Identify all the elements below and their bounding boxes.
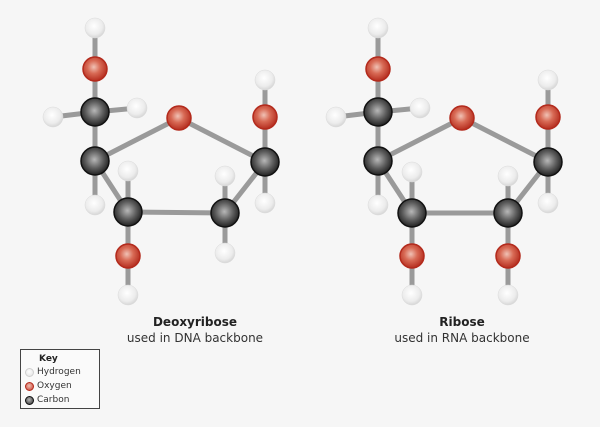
hydrogen-atom — [254, 69, 276, 91]
legend-item-carbon: Carbon — [25, 393, 95, 407]
carbon-atom — [533, 147, 563, 177]
oxygen-atom — [535, 104, 561, 130]
carbon-atom — [113, 197, 143, 227]
legend-key: Key Hydrogen Oxygen Carbon — [20, 349, 100, 409]
carbon-atom — [210, 198, 240, 228]
hydrogen-atom — [42, 106, 64, 128]
hydrogen-atom — [367, 17, 389, 39]
carbon-atom — [363, 146, 393, 176]
molecule-subtitle: used in DNA backbone — [126, 331, 264, 345]
ribose-caption: Ribose used in RNA backbone — [352, 314, 572, 346]
molecule-name: Ribose — [439, 315, 485, 329]
molecule-name: Deoxyribose — [152, 315, 238, 329]
deoxyribose-caption: Deoxyribose used in DNA backbone — [85, 314, 305, 346]
oxygen-atom — [82, 56, 108, 82]
carbon-atom — [397, 198, 427, 228]
bond — [127, 209, 226, 216]
hydrogen-atom — [409, 97, 431, 119]
hydrogen-atom — [367, 194, 389, 216]
hydrogen-atom — [117, 160, 139, 182]
oxygen-atom — [399, 243, 425, 269]
hydrogen-atom — [84, 194, 106, 216]
oxygen-atom — [449, 105, 475, 131]
hydrogen-atom — [126, 97, 148, 119]
hydrogen-atom — [537, 192, 559, 214]
hydrogen-atom — [537, 69, 559, 91]
legend-item-oxygen: Oxygen — [25, 379, 95, 393]
oxygen-atom — [252, 104, 278, 130]
hydrogen-atom — [497, 284, 519, 306]
hydrogen-atom — [214, 242, 236, 264]
hydrogen-atom — [497, 165, 519, 187]
molecule-subtitle: used in RNA backbone — [394, 331, 530, 345]
legend-item-hydrogen: Hydrogen — [25, 365, 95, 379]
legend-label: Carbon — [37, 395, 70, 405]
carbon-atom-icon — [25, 395, 34, 405]
carbon-atom — [363, 97, 393, 127]
bond — [177, 115, 267, 165]
atoms-layer — [42, 17, 563, 306]
hydrogen-atom — [401, 284, 423, 306]
hydrogen-atom-icon — [25, 367, 34, 377]
hydrogen-atom — [84, 17, 106, 39]
oxygen-atom — [115, 243, 141, 269]
oxygen-atom — [495, 243, 521, 269]
oxygen-atom — [166, 105, 192, 131]
oxygen-atom — [365, 56, 391, 82]
carbon-atom — [250, 147, 280, 177]
carbon-atom — [80, 97, 110, 127]
hydrogen-atom — [214, 165, 236, 187]
hydrogen-atom — [325, 106, 347, 128]
oxygen-atom-icon — [25, 381, 34, 391]
carbon-atom — [80, 146, 110, 176]
carbon-atom — [493, 198, 523, 228]
bond — [460, 115, 550, 165]
hydrogen-atom — [117, 284, 139, 306]
legend-title: Key — [39, 354, 58, 364]
hydrogen-atom — [401, 161, 423, 183]
legend-label: Hydrogen — [37, 367, 81, 377]
bond — [376, 115, 464, 164]
hydrogen-atom — [254, 192, 276, 214]
bond — [93, 115, 181, 164]
legend-label: Oxygen — [37, 381, 72, 391]
